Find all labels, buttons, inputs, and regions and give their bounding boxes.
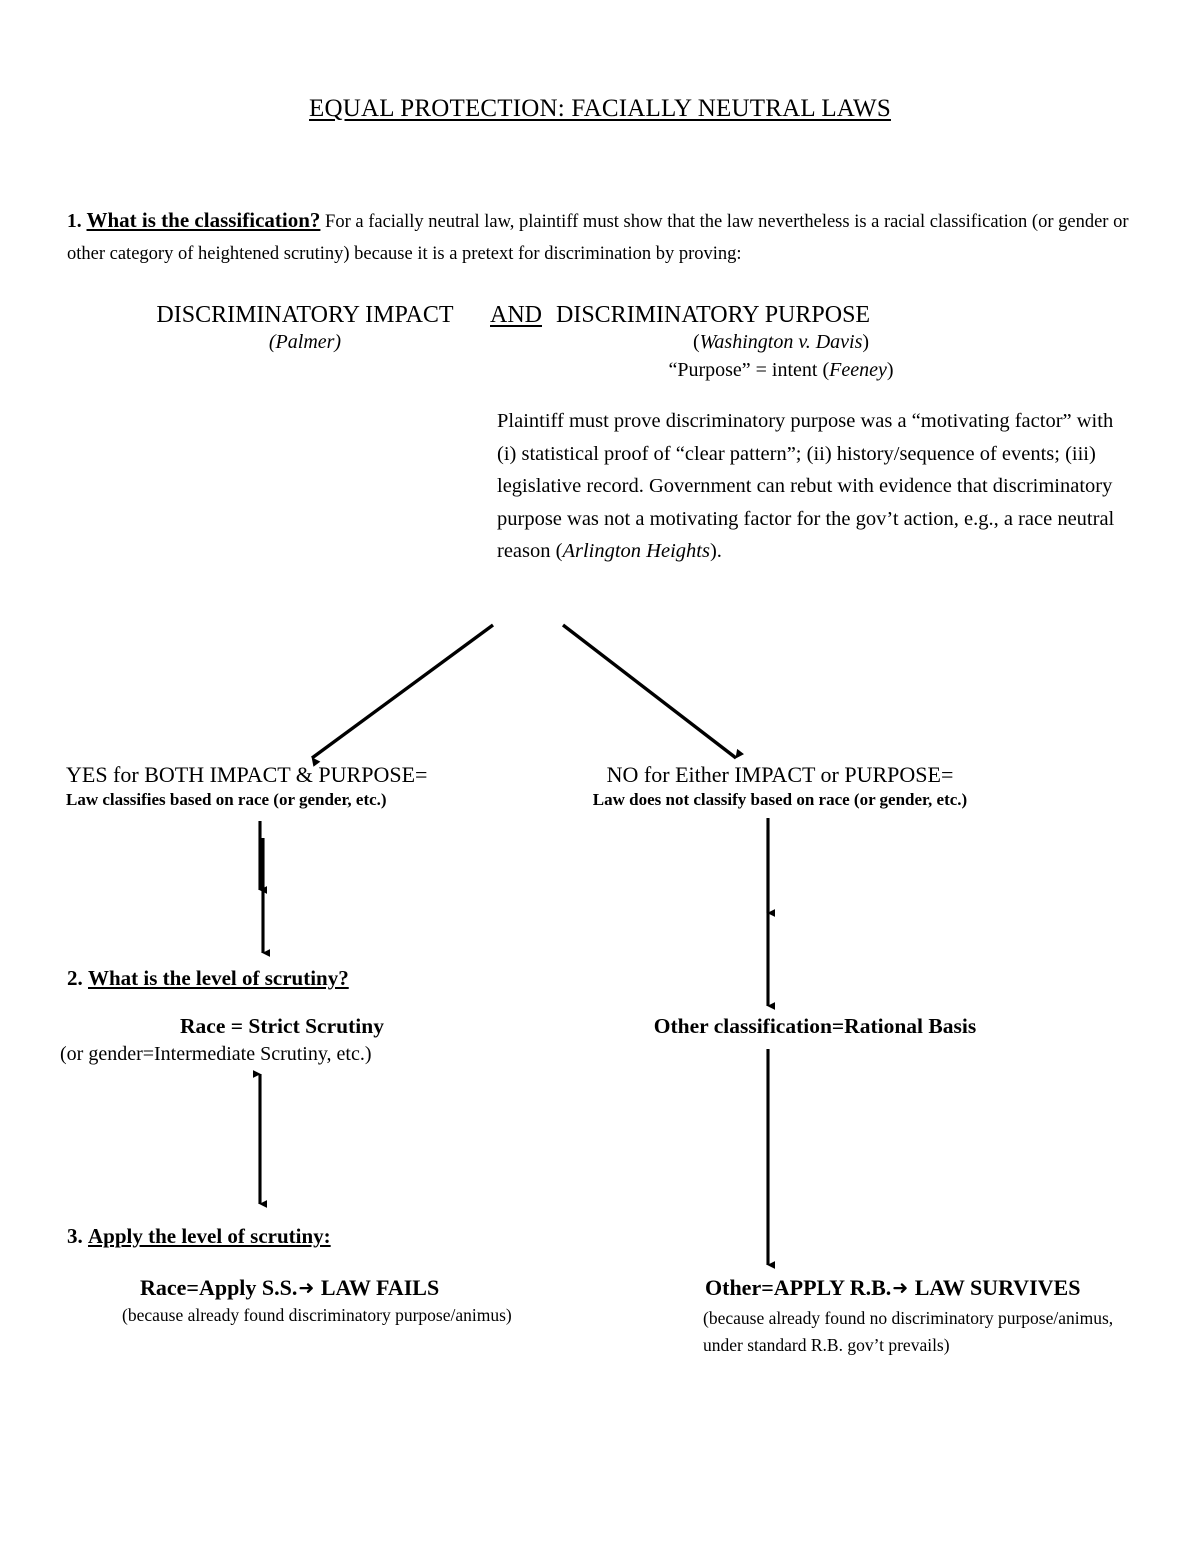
discriminatory-purpose-citation: (Washington v. Davis) (556, 331, 1006, 354)
page-title: EQUAL PROTECTION: FACIALLY NEUTRAL LAWS (0, 95, 1200, 123)
right-arrow-icon: ➜ (298, 1277, 315, 1299)
discriminatory-impact-citation: (Palmer) (268, 331, 342, 353)
purpose-body-text: Plaintiff must prove discriminatory purp… (497, 410, 1115, 562)
section-1-number: 1. (67, 211, 82, 232)
case-washington-v-davis: Washington v. Davis (699, 331, 863, 353)
outcome-other-reason: (because already found no discriminatory… (703, 1308, 1114, 1355)
discriminatory-impact-heading: DISCRIMINATORY IMPACT (156, 302, 454, 328)
section-3-question: Apply the level of scrutiny: (88, 1224, 331, 1248)
branch-yes-sublabel: Law classifies based on race (or gender,… (66, 790, 387, 809)
section-3-heading: 3. Apply the level of scrutiny: (67, 1224, 331, 1249)
branch-no-sublabel: Law does not classify based on race (or … (592, 790, 968, 809)
discriminatory-purpose-heading: DISCRIMINATORY PURPOSE (556, 302, 871, 328)
arrow-diagonal-to-yes (310, 623, 495, 767)
section-2-heading: 2. What is the level of scrutiny? (67, 966, 349, 991)
outcome-race-suffix: LAW FAILS (315, 1275, 440, 1300)
citation-close-paren: ) (862, 331, 870, 353)
outcome-race-prefix: Race=Apply S.S. (140, 1275, 298, 1300)
branch-yes-label: YES for BOTH IMPACT & PURPOSE= (66, 762, 428, 787)
scrutiny-race-strict: Race = Strict Scrutiny (180, 1014, 384, 1038)
arrow-diagonal-to-no (561, 623, 744, 760)
section-1-paragraph: 1. What is the classification? For a fac… (67, 205, 1132, 270)
outcome-race-law-fails: Race=Apply S.S.➜ LAW FAILS (140, 1275, 439, 1301)
outcome-other-law-survives: Other=APPLY R.B.➜ LAW SURVIVES (705, 1275, 1080, 1301)
section-2-number: 2. (67, 966, 83, 990)
section-3-number: 3. (67, 1224, 83, 1248)
purpose-definition-close: ) (886, 359, 894, 381)
branch-no: NO for Either IMPACT or PURPOSE= Law doe… (530, 762, 1030, 812)
purpose-definition-text: “Purpose” = intent ( (668, 359, 830, 381)
outcome-race-reason: (because already found discriminatory pu… (122, 1305, 512, 1325)
branch-yes: YES for BOTH IMPACT & PURPOSE= Law class… (66, 762, 516, 812)
citation-open-paren: ( (692, 331, 700, 353)
purpose-definition: “Purpose” = intent (Feeney) (556, 359, 1006, 382)
scrutiny-other-rational: Other classification=Rational Basis (653, 1014, 977, 1038)
purpose-body-close: ). (709, 540, 722, 562)
branch-no-label: NO for Either IMPACT or PURPOSE= (606, 762, 954, 787)
case-feeney: Feeney (829, 359, 887, 381)
outcome-other-prefix: Other=APPLY R.B. (705, 1275, 892, 1300)
section-1-body: For a facially neutral law, plaintiff mu… (67, 212, 1129, 264)
section-1-question: What is the classification? (86, 208, 321, 232)
and-conjunction: AND (490, 302, 542, 328)
page-title-text: EQUAL PROTECTION: FACIALLY NEUTRAL LAWS (309, 95, 891, 122)
discriminatory-purpose-body: Plaintiff must prove discriminatory purp… (497, 405, 1137, 568)
section-2-question: What is the level of scrutiny? (88, 966, 349, 990)
scrutiny-race-strict-sub: (or gender=Intermediate Scrutiny, etc.) (60, 1043, 372, 1065)
right-arrow-icon: ➜ (892, 1277, 909, 1299)
outcome-other-suffix: LAW SURVIVES (909, 1275, 1081, 1300)
case-arlington-heights: Arlington Heights (562, 540, 710, 562)
